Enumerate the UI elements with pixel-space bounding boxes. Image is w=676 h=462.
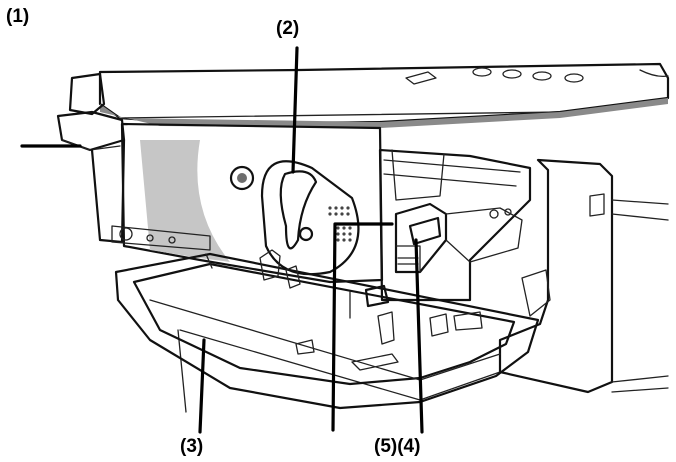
screw-icon xyxy=(119,227,133,241)
top-button-icon xyxy=(472,67,492,77)
inner-mechanism xyxy=(378,148,532,302)
lever xyxy=(260,160,360,276)
body-left-panel xyxy=(111,122,384,284)
leader-lines xyxy=(20,46,424,434)
lower-cabinet xyxy=(177,329,501,413)
leader-2 xyxy=(291,46,299,174)
top-button-icon xyxy=(564,73,584,83)
leader-5 xyxy=(331,222,394,432)
right-housing xyxy=(498,158,669,394)
top-cover xyxy=(98,62,670,128)
top-key-icon xyxy=(405,71,437,85)
callout-5-4: (5)(4) xyxy=(374,436,420,457)
knob-icon xyxy=(229,165,255,191)
callout-2: (2) xyxy=(276,18,299,39)
exit-tray xyxy=(56,72,126,244)
top-button-icon xyxy=(502,69,522,79)
callout-1: (1) xyxy=(6,6,29,27)
latch-icon xyxy=(589,193,605,217)
leader-3 xyxy=(198,338,206,434)
leader-4 xyxy=(414,238,424,434)
vent-dots xyxy=(328,206,352,242)
lever-pivot-icon xyxy=(298,226,314,242)
cartridge xyxy=(394,202,448,274)
callout-3: (3) xyxy=(180,436,203,457)
top-button-icon xyxy=(532,71,552,81)
